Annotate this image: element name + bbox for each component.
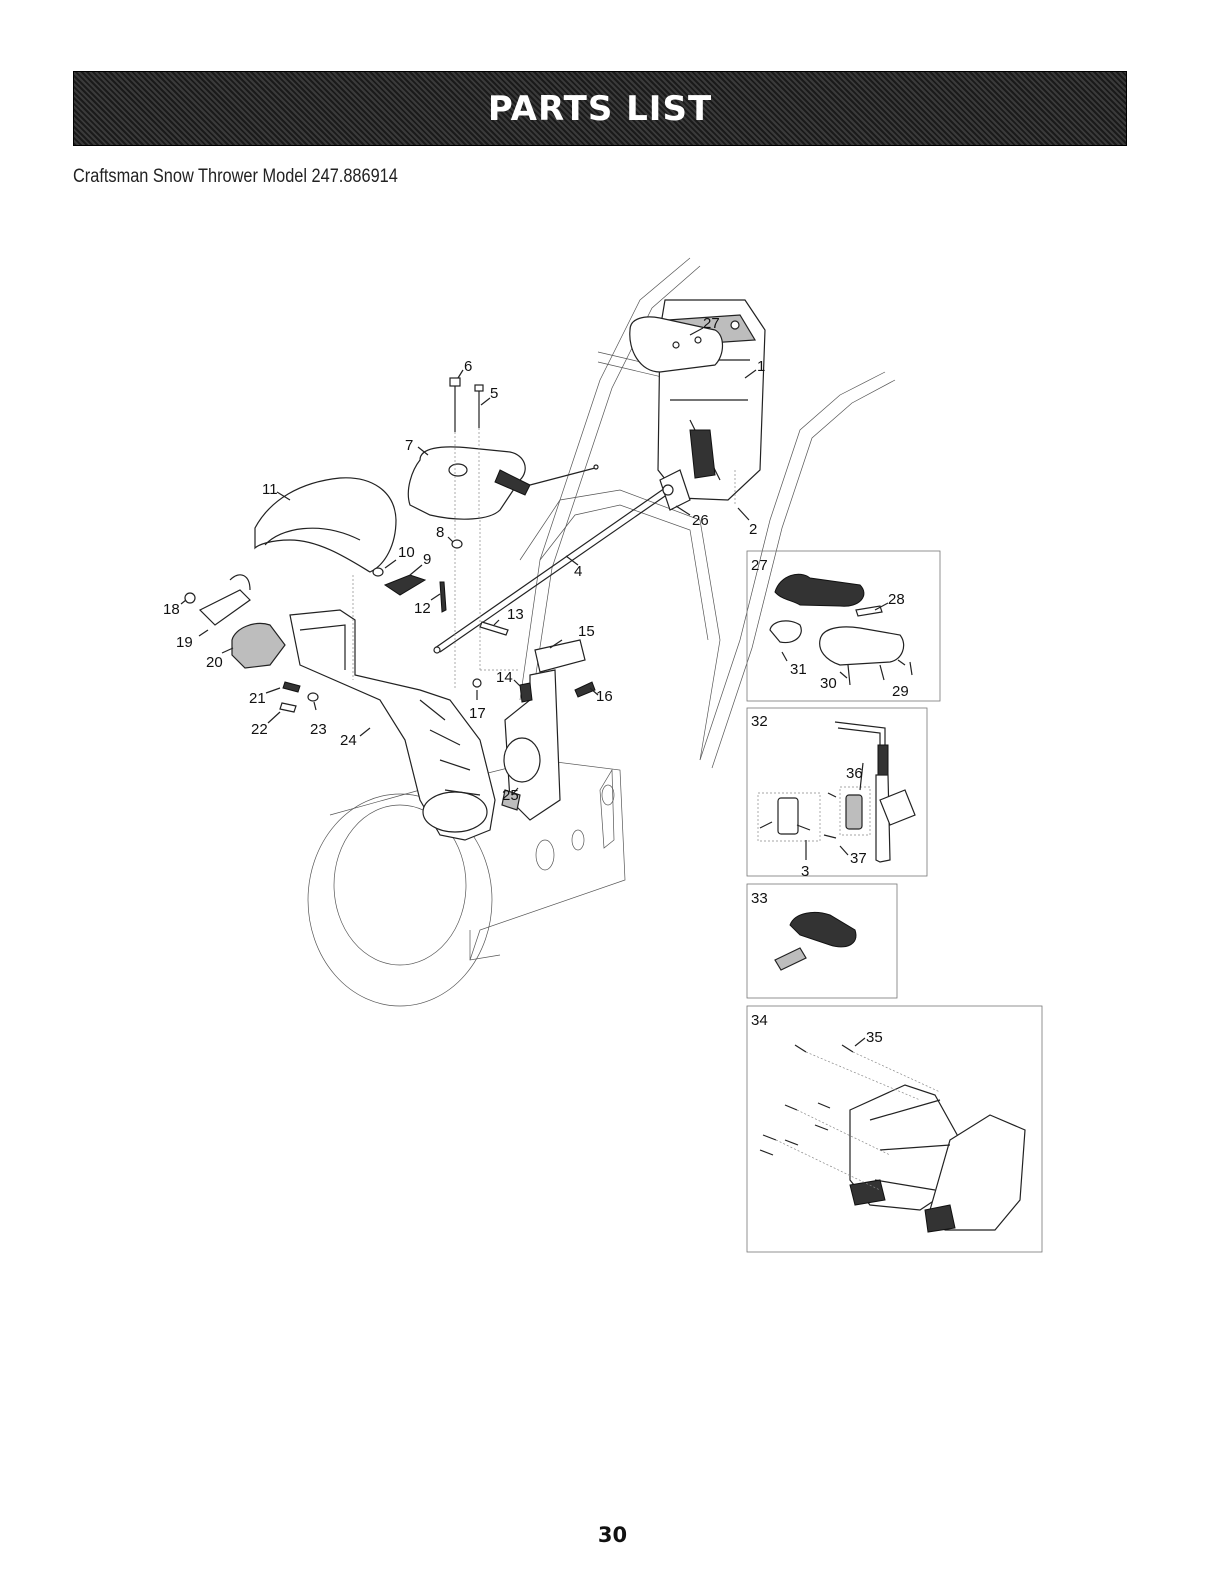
callout-20: 20 [206,654,223,671]
callout-37: 37 [850,850,867,867]
callout-24: 24 [340,732,357,749]
tilt-bracket [373,568,425,595]
callout-28: 28 [888,591,905,608]
callout-3: 3 [801,863,809,880]
callout-14: 14 [496,669,513,686]
chute-control [185,575,285,668]
callout-25: 25 [502,787,519,804]
page-number: 30 [0,1523,1225,1547]
callout-27-inset: 27 [751,557,768,574]
callout-1: 1 [757,358,765,375]
chute-bolts [280,682,318,712]
chute-cover [408,447,598,519]
callout-2: 2 [749,521,757,538]
inset-34-parts [760,1045,1025,1232]
pin-13 [480,622,508,635]
callout-10: 10 [398,544,415,561]
callout-4: 4 [574,563,582,580]
callout-5: 5 [490,385,498,402]
bolt-5 [475,385,483,428]
callout-26: 26 [692,512,709,529]
callout-17: 17 [469,705,486,722]
callout-36: 36 [846,765,863,782]
callout-31: 31 [790,661,807,678]
callout-35: 35 [866,1029,883,1046]
callout-29: 29 [892,683,909,700]
callout-7: 7 [405,437,413,454]
callout-19: 19 [176,634,193,651]
callout-30: 30 [820,675,837,692]
inset-33-parts [775,912,856,970]
callout-27: 27 [703,315,720,332]
callout-18: 18 [163,601,180,618]
callout-6: 6 [464,358,472,375]
callout-13: 13 [507,606,524,623]
callout-8: 8 [436,524,444,541]
callout-34: 34 [751,1012,768,1029]
callout-12: 12 [414,600,431,617]
callout-23: 23 [310,721,327,738]
callout-32: 32 [751,713,768,730]
callout-33: 33 [751,890,768,907]
inset-32-parts [758,722,915,862]
callout-9: 9 [423,551,431,568]
callout-22: 22 [251,721,268,738]
callout-21: 21 [249,690,266,707]
callout-15: 15 [578,623,595,640]
bolt-6 [450,378,460,432]
hairpin-12 [440,582,446,612]
callout-11: 11 [262,481,278,498]
callout-16: 16 [596,688,613,705]
washer-8 [452,540,462,548]
